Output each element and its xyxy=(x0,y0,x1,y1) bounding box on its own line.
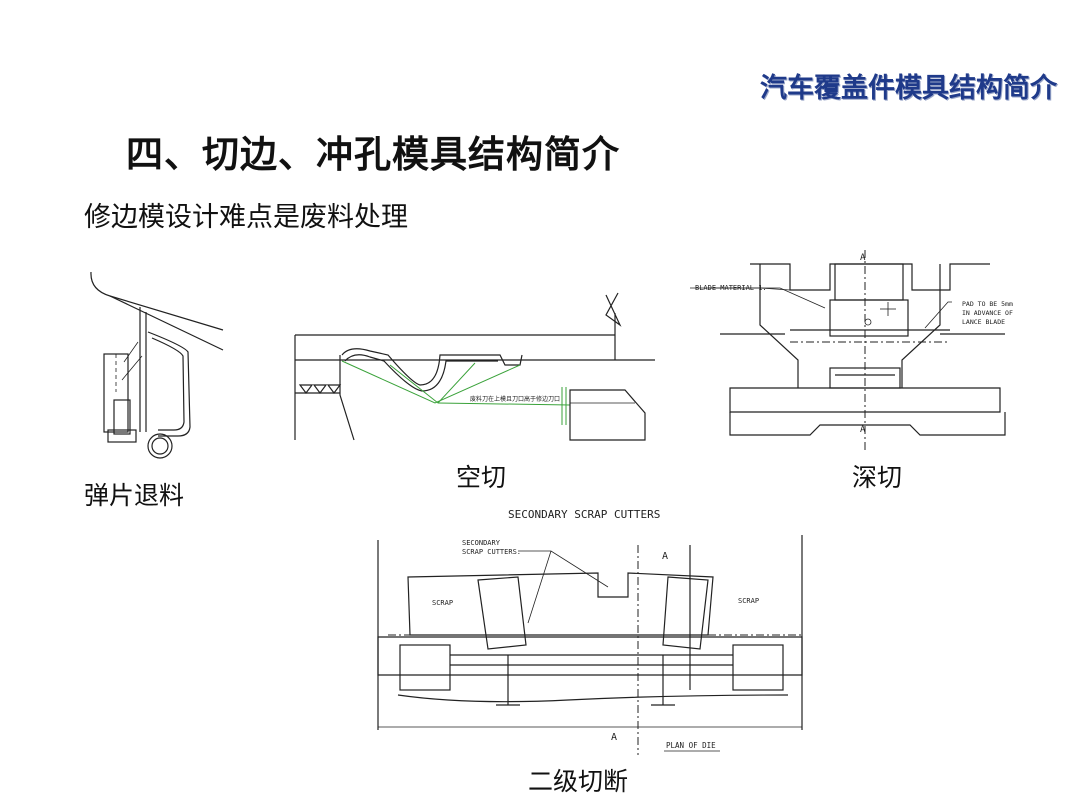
air-cut-caption: 空切 xyxy=(456,463,507,492)
deep-cut-caption: 深切 xyxy=(852,463,903,492)
section-title: 四、切边、冲孔模具结构简介 xyxy=(126,133,620,176)
spring-strip-drawing xyxy=(90,271,224,459)
spring-strip-caption: 弹片退料 xyxy=(84,481,185,510)
pad-note-line-2: IN ADVANCE OF xyxy=(962,309,1013,317)
section-mark-top: A xyxy=(860,253,866,263)
secondary-scrap-drawing: SECONDARY SCRAP CUTTERS SECONDARY SCRAP … xyxy=(377,508,803,755)
secondary-cut-caption: 二级切断 xyxy=(528,767,629,796)
pad-note-line-3: LANCE BLADE xyxy=(962,318,1005,326)
section-mark-bottom: A xyxy=(860,425,866,435)
header-title: 汽车覆盖件模具结构简介 xyxy=(760,73,1057,104)
secondary-callout-2: SCRAP CUTTERS. xyxy=(462,548,521,556)
air-cut-note: 废料刀在上模且刀口高于修边刀口 xyxy=(470,395,560,403)
deep-cut-drawing: BLADE MATERIAL 1. PAD TO BE 5mm IN ADVAN… xyxy=(690,250,1013,450)
secondary-callout-1: SECONDARY xyxy=(462,539,501,547)
plan-of-die-label: PLAN OF DIE xyxy=(666,741,716,750)
section-subtitle: 修边模设计难点是废料处理 xyxy=(84,202,408,233)
section-mark-a-bottom: A xyxy=(611,732,617,743)
pad-note-line-1: PAD TO BE 5mm xyxy=(962,300,1013,308)
scrap-label-left: SCRAP xyxy=(432,599,453,607)
section-mark-a-top: A xyxy=(662,551,668,562)
secondary-heading: SECONDARY SCRAP CUTTERS xyxy=(508,508,660,521)
scrap-label-right: SCRAP xyxy=(738,597,759,605)
air-cut-drawing: 废料刀在上模且刀口高于修边刀口 xyxy=(294,292,655,441)
blade-material-label: BLADE MATERIAL 1. xyxy=(695,284,767,292)
